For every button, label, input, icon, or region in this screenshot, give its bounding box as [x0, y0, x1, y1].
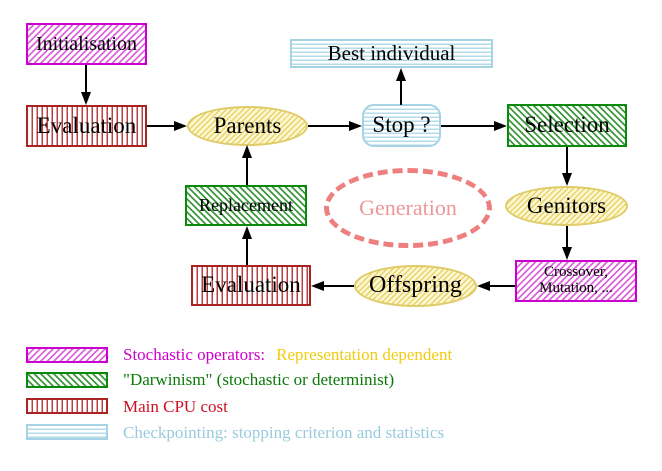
node-replacement-label: Replacement	[199, 195, 293, 216]
arrow-line	[308, 125, 349, 127]
legend-label-text: Checkpointing: stopping criterion and st…	[123, 423, 445, 442]
arrow-head	[562, 247, 572, 260]
node-parents-label: Parents	[213, 112, 282, 138]
legend-label-stochastic-operators: Stochastic operators: Representation dep…	[123, 345, 452, 365]
arrow-line	[490, 285, 515, 287]
arrow-head	[349, 121, 362, 131]
node-selection: Selection	[507, 104, 627, 147]
node-replacement: Replacement	[185, 185, 307, 226]
arrow-line	[400, 81, 402, 105]
node-selection-label: Selection	[524, 112, 610, 138]
legend-label-darwinism: "Darwinism" (stochastic or determinist)	[123, 370, 394, 390]
legend-label-text: Stochastic operators:	[123, 345, 266, 364]
arrow-line	[324, 285, 354, 287]
legend-swatch-checkpointing	[26, 424, 108, 440]
node-best-individual: Best individual	[290, 39, 493, 68]
arrow-line	[566, 226, 568, 247]
node-initialisation: Initialisation	[26, 23, 147, 65]
node-stop-label: Stop ?	[372, 112, 431, 138]
arrow-line	[246, 239, 248, 265]
arrow-head	[494, 121, 507, 131]
node-crossover-mutation: Crossover, Mutation, ...	[515, 260, 637, 302]
node-evaluation-bottom-label: Evaluation	[201, 272, 301, 298]
arrow-line	[441, 125, 494, 127]
arrow-head	[477, 281, 490, 291]
node-evaluation-bottom: Evaluation	[191, 265, 311, 306]
node-best-individual-label: Best individual	[327, 41, 456, 66]
node-evaluation-top-label: Evaluation	[36, 112, 137, 138]
node-genitors: Genitors	[505, 186, 628, 226]
arrow-line	[147, 125, 175, 127]
node-crossover-label-line2: Mutation, ...	[539, 280, 613, 296]
legend-label-cpu-cost: Main CPU cost	[123, 397, 228, 417]
arrow-head	[396, 68, 406, 81]
arrow-head	[81, 92, 91, 105]
legend-label-text: "Darwinism" (stochastic or determinist)	[123, 370, 395, 389]
node-evaluation-top: Evaluation	[26, 105, 147, 147]
node-offspring-label: Offspring	[369, 272, 462, 299]
node-parents: Parents	[187, 106, 308, 146]
arrow-head	[174, 121, 187, 131]
arrow-line	[85, 65, 87, 93]
arrow-head	[562, 173, 572, 186]
legend-label-extra-text: Representation dependent	[276, 345, 453, 364]
legend-swatch-stochastic-operators	[26, 347, 108, 363]
legend-swatch-cpu-cost	[26, 398, 108, 414]
arrow-line	[246, 158, 248, 185]
legend-label-text: Main CPU cost	[123, 397, 228, 416]
arrow-line	[566, 147, 568, 173]
legend-label-checkpointing: Checkpointing: stopping criterion and st…	[123, 423, 444, 443]
node-stop: Stop ?	[362, 104, 441, 147]
node-generation: Generation	[324, 168, 492, 248]
node-genitors-label: Genitors	[526, 192, 607, 218]
arrow-head	[311, 281, 324, 291]
legend-swatch-darwinism	[26, 372, 108, 388]
arrow-head	[242, 145, 252, 158]
node-crossover-label-line1: Crossover,	[544, 264, 608, 281]
node-initialisation-label: Initialisation	[35, 32, 138, 55]
arrow-head	[242, 226, 252, 239]
node-generation-label: Generation	[359, 195, 457, 221]
node-offspring: Offspring	[354, 265, 477, 307]
